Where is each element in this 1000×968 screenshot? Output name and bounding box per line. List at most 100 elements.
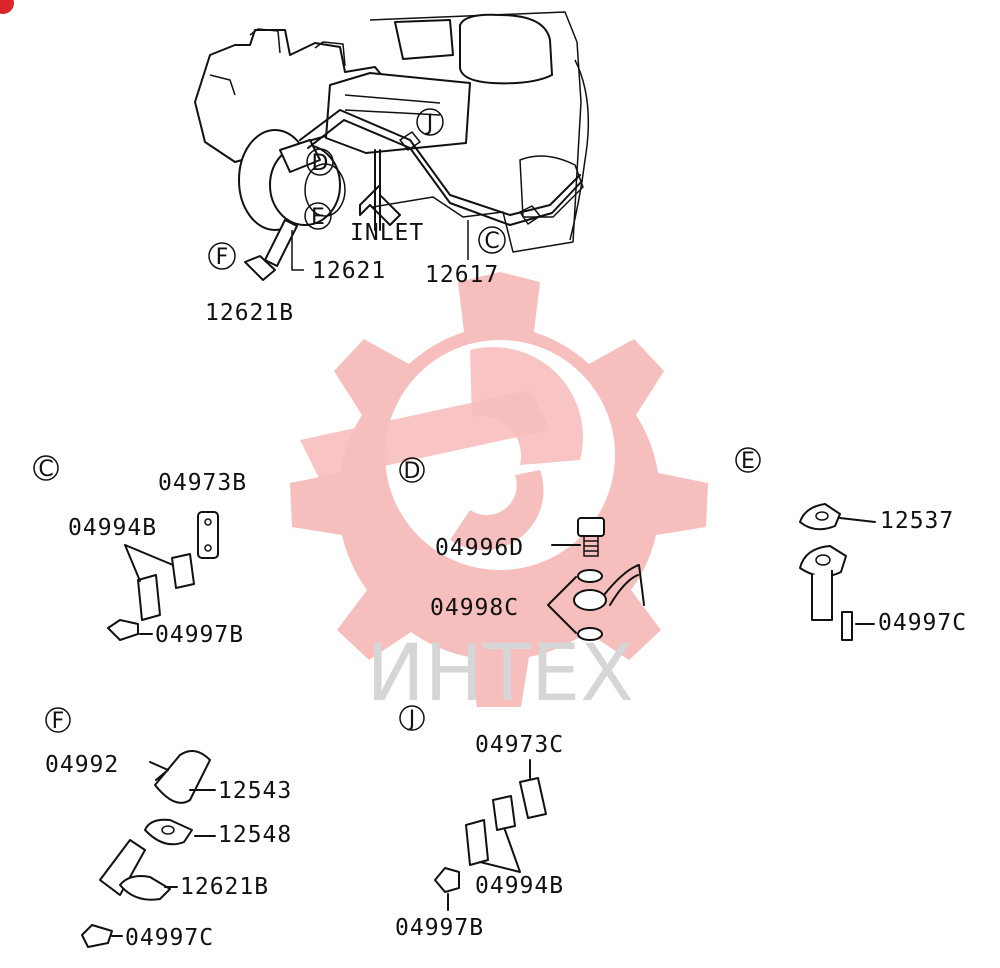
panel-d-circle: [399, 457, 425, 483]
callout-c: C: [484, 229, 499, 254]
bolt-j: [434, 867, 460, 893]
washer-top: [577, 569, 603, 583]
panel-e-circle: [735, 447, 761, 473]
panel-e: E 12537 04997C: [735, 447, 967, 641]
panel-c-letter: C: [38, 457, 53, 482]
label-12617: 12617: [425, 262, 499, 288]
panel-e-label-12537: 12537: [880, 508, 954, 534]
inlet-label: INLET: [350, 220, 424, 246]
pipe-12621b: [99, 839, 146, 896]
panel-j: J 04973C 04994B 04997B: [395, 705, 564, 941]
clamp-plate-hole-top: [204, 518, 212, 526]
bolt-c: [107, 619, 139, 641]
pipe-clamp-bottom: [519, 205, 541, 225]
callout-circle-d: [306, 148, 334, 176]
bracket-right: [519, 155, 584, 218]
panel-e-label-04997c: 04997C: [878, 610, 967, 636]
bolt-e: [841, 611, 853, 641]
panel-c-label-04997b: 04997B: [155, 622, 244, 648]
engine-assembly: INLET D E F C J 12621 12617 12621B: [194, 11, 590, 326]
engine-block-outline: [369, 11, 582, 253]
label-12621b: 12621B: [205, 300, 294, 326]
washer-bottom: [577, 627, 603, 641]
manifold-port-2: [314, 41, 346, 67]
leader-12621: [291, 230, 304, 271]
callout-d: D: [312, 151, 329, 176]
callout-j: J: [425, 111, 434, 136]
pipe-flange-e-hole: [815, 554, 831, 566]
panel-d: D 04996D 04998C: [399, 457, 645, 641]
pipe-flange-e: [799, 545, 847, 578]
banjo-bolt-thread: [583, 536, 599, 557]
drain-pipe: [264, 219, 298, 267]
panel-d-label-04998c: 04998C: [430, 595, 519, 621]
watermark: ИНТЕХ: [290, 272, 708, 719]
label-12621: 12621: [312, 258, 386, 284]
gasket-e-hole: [815, 511, 829, 521]
manifold-port-1: [249, 28, 281, 54]
panel-f-label-12621b: 12621B: [180, 874, 269, 900]
valve-cover-left: [394, 19, 454, 60]
callout-circle-j: [416, 108, 444, 136]
pipe-e: [811, 570, 833, 621]
panel-f-letter: F: [52, 709, 65, 734]
clamp-half-j-left: [465, 819, 489, 866]
leader-04998c: [547, 576, 577, 634]
panel-c-circle: [33, 455, 59, 481]
gasket-e: [799, 503, 841, 531]
callout-f: F: [216, 245, 229, 270]
hose-12543: [154, 750, 211, 804]
watermark-text: ИНТЕХ: [366, 629, 633, 719]
leader-04994b: [124, 544, 174, 582]
panel-f-label-04992: 04992: [45, 752, 119, 778]
engine-block-edge: [569, 59, 590, 241]
panel-j-label-04997b: 04997B: [395, 915, 484, 941]
leader-12537: [839, 517, 876, 523]
panel-f-label-04997c: 04997C: [125, 925, 214, 951]
callout-circle-e: [304, 202, 332, 230]
callout-circle-c: [478, 226, 506, 254]
clamp-plate-hole-bottom: [204, 544, 212, 552]
compressor-inlet: [304, 163, 346, 217]
pipe-clamp-top: [399, 131, 421, 151]
clip-04992: [149, 761, 169, 781]
gasket-12548: [144, 818, 193, 846]
panel-f-label-12543: 12543: [218, 778, 292, 804]
manifold-flange: [209, 74, 236, 96]
pipe-12621b-flange: [119, 875, 171, 901]
callout-circle-f: [208, 242, 236, 270]
heat-shield-ribs: [344, 94, 441, 116]
clamp-plate-c: [197, 511, 219, 559]
inlet-arrow-icon: [359, 184, 401, 226]
oil-pipe-d: [603, 564, 645, 606]
panel-j-label-04994b: 04994B: [475, 873, 564, 899]
clamp-half-right: [171, 553, 195, 589]
drain-flange: [244, 255, 276, 281]
panel-c: C 04973B 04994B 04997B: [33, 455, 247, 648]
gasket-12548-hole: [161, 825, 175, 835]
panel-j-label-04973c: 04973C: [475, 732, 564, 758]
panel-j-letter: J: [407, 707, 416, 732]
banjo-fitting: [573, 589, 607, 611]
oil-fitting-top: [279, 139, 321, 173]
bolt-f: [81, 924, 113, 948]
clamp-half-left: [137, 574, 161, 621]
panel-f-circle: [45, 707, 71, 733]
panel-f-label-12548: 12548: [218, 822, 292, 848]
panel-j-circle: [399, 705, 425, 731]
leader-04994b-j: [479, 829, 521, 873]
panel-c-label-04994b: 04994B: [68, 515, 157, 541]
panel-d-label-04996d: 04996D: [435, 535, 524, 561]
panel-c-label-04973b: 04973B: [158, 470, 247, 496]
panel-e-letter: E: [741, 449, 755, 474]
corner-badge: [0, 0, 14, 14]
callout-e: E: [311, 205, 325, 230]
clamp-plate-j: [519, 777, 547, 819]
oil-feed-pipe-inner: [307, 119, 583, 226]
clamp-half-j-right: [492, 795, 516, 831]
panel-f: F 04992 12543 12548 12621B 04997C: [45, 707, 292, 951]
oil-feed-pipe: [299, 109, 581, 216]
valve-cover-right: [459, 13, 553, 85]
panel-d-letter: D: [404, 459, 421, 484]
